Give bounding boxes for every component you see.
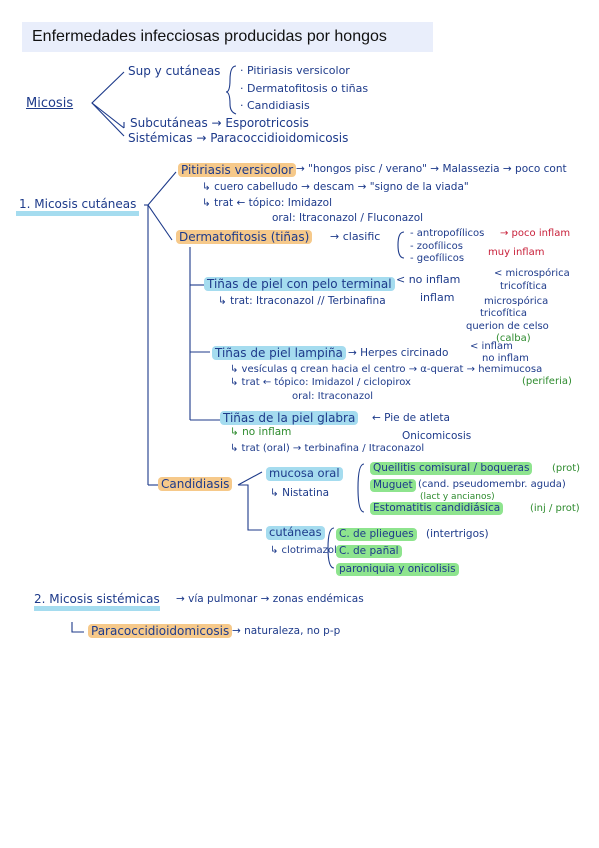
micosis-root: Micosis: [26, 96, 74, 111]
pelo-m5: querion de celso: [466, 321, 549, 332]
cand-c1: C. de pliegues: [336, 528, 417, 541]
pitiriasis-line3: ↳ trat ← tópico: Imidazol: [202, 197, 332, 209]
dermato-name: Dermatofitosis (tiñas): [176, 230, 313, 245]
cand-q2g: (lact y ancianos): [420, 492, 495, 502]
micosis-sup: Sup y cutáneas: [128, 64, 221, 78]
cand-q2b: (cand. pseudomembr. aguda): [418, 479, 566, 490]
cand-c2: C. de pañal: [336, 545, 402, 558]
lampina-l4: oral: Itraconazol: [292, 391, 374, 402]
cand-c1b: (intertrigos): [426, 528, 489, 540]
cand-q1: Queilitis comisural / boqueras: [370, 462, 533, 475]
dermato-c1-red: → poco inflam: [500, 228, 571, 239]
lampina-herpes: → Herpes circinado: [348, 347, 449, 359]
pelo-m5g: (calba): [496, 333, 531, 344]
micosis-sup-item-1: · Pitiriasis versicolor: [240, 64, 350, 77]
lampina-inflam: < inflam: [470, 341, 513, 352]
glabra-noinflam: ↳ no inflam: [230, 426, 292, 438]
lampina-l2g: (periferia): [522, 376, 572, 387]
micosis-sup-item-3: · Candidiasis: [240, 99, 310, 112]
cand-q3g: (inj / prot): [530, 503, 580, 514]
pelo-m3: microspórica: [484, 296, 549, 307]
sec2-rest: → vía pulmonar → zonas endémicas: [176, 593, 364, 605]
pitiriasis-name: Pitiriasis versicolor: [178, 163, 297, 178]
dermato-clasific: → clasific: [330, 230, 381, 243]
pelo-noinflam: < no inflam: [396, 273, 461, 286]
cand-mucosa: mucosa oral: [266, 466, 343, 481]
cand-q2: Muguet: [370, 479, 416, 492]
pelo-m2: tricofítica: [500, 281, 548, 292]
sec2-para: Paracoccidioidomicosis: [88, 624, 233, 639]
dermato-c1: - antropofílicos: [410, 228, 485, 239]
lampina-l2: ↳ vesículas q crean hacia el centro → α-…: [230, 364, 543, 375]
sec1-label: 1. Micosis cutáneas: [16, 197, 140, 217]
pelo-trat: ↳ trat: Itraconazol // Terbinafina: [218, 295, 386, 307]
lampina-name: Tiñas de piel lampiña: [212, 346, 346, 361]
glabra-name: Tiñas de la piel glabra: [220, 411, 359, 426]
micosis-sup-item-2: · Dermatofitosis o tiñas: [240, 82, 369, 95]
dermato-c3: - geofílicos: [410, 253, 465, 264]
page-title: Enfermedades infecciosas producidas por …: [32, 28, 387, 45]
pelo-m4: tricofítica: [480, 308, 528, 319]
pitiriasis-line2: ↳ cuero cabelludo → descam → "signo de l…: [202, 181, 469, 193]
cand-q1g: (prot): [552, 463, 581, 474]
dermato-c23-red: muy inflam: [488, 247, 545, 258]
pelo-inflam: inflam: [420, 291, 455, 304]
cand-nist: ↳ Nistatina: [270, 487, 330, 499]
pelo-m1: < microspórica: [494, 268, 570, 279]
sec2-label: 2. Micosis sistémicas: [34, 592, 160, 612]
sec2-rest2: → naturaleza, no p-p: [232, 625, 341, 637]
glabra-trat: ↳ trat (oral) → terbinafina / Itraconazo…: [230, 443, 425, 454]
pitiriasis-line1: → "hongos pisc / verano" → Malassezia → …: [296, 163, 567, 175]
glabra-pie: ← Pie de atleta: [372, 412, 450, 424]
cand-q3: Estomatitis candidiásica: [370, 502, 504, 515]
cand-clot: ↳ clotrimazol: [270, 545, 337, 556]
micosis-subcut: Subcutáneas → Esporotricosis: [130, 116, 309, 130]
cand-c3: paroniquia y onicolisis: [336, 563, 459, 576]
lampina-l3: ↳ trat ← tópico: Imidazol / ciclopirox: [230, 377, 411, 388]
cand-name: Candidiasis: [158, 477, 233, 492]
glabra-ony: Onicomicosis: [402, 430, 472, 442]
cand-cut: cutáneas: [266, 525, 325, 540]
title-bar: [22, 22, 433, 52]
pitiriasis-line4: oral: Itraconazol / Fluconazol: [272, 212, 424, 224]
pelo-name: Tiñas de piel con pelo terminal: [204, 277, 395, 292]
dermato-c2: - zoofílicos: [410, 241, 463, 252]
lampina-noinflam: no inflam: [482, 353, 529, 364]
micosis-sistem: Sistémicas → Paracoccidioidomicosis: [128, 131, 349, 145]
